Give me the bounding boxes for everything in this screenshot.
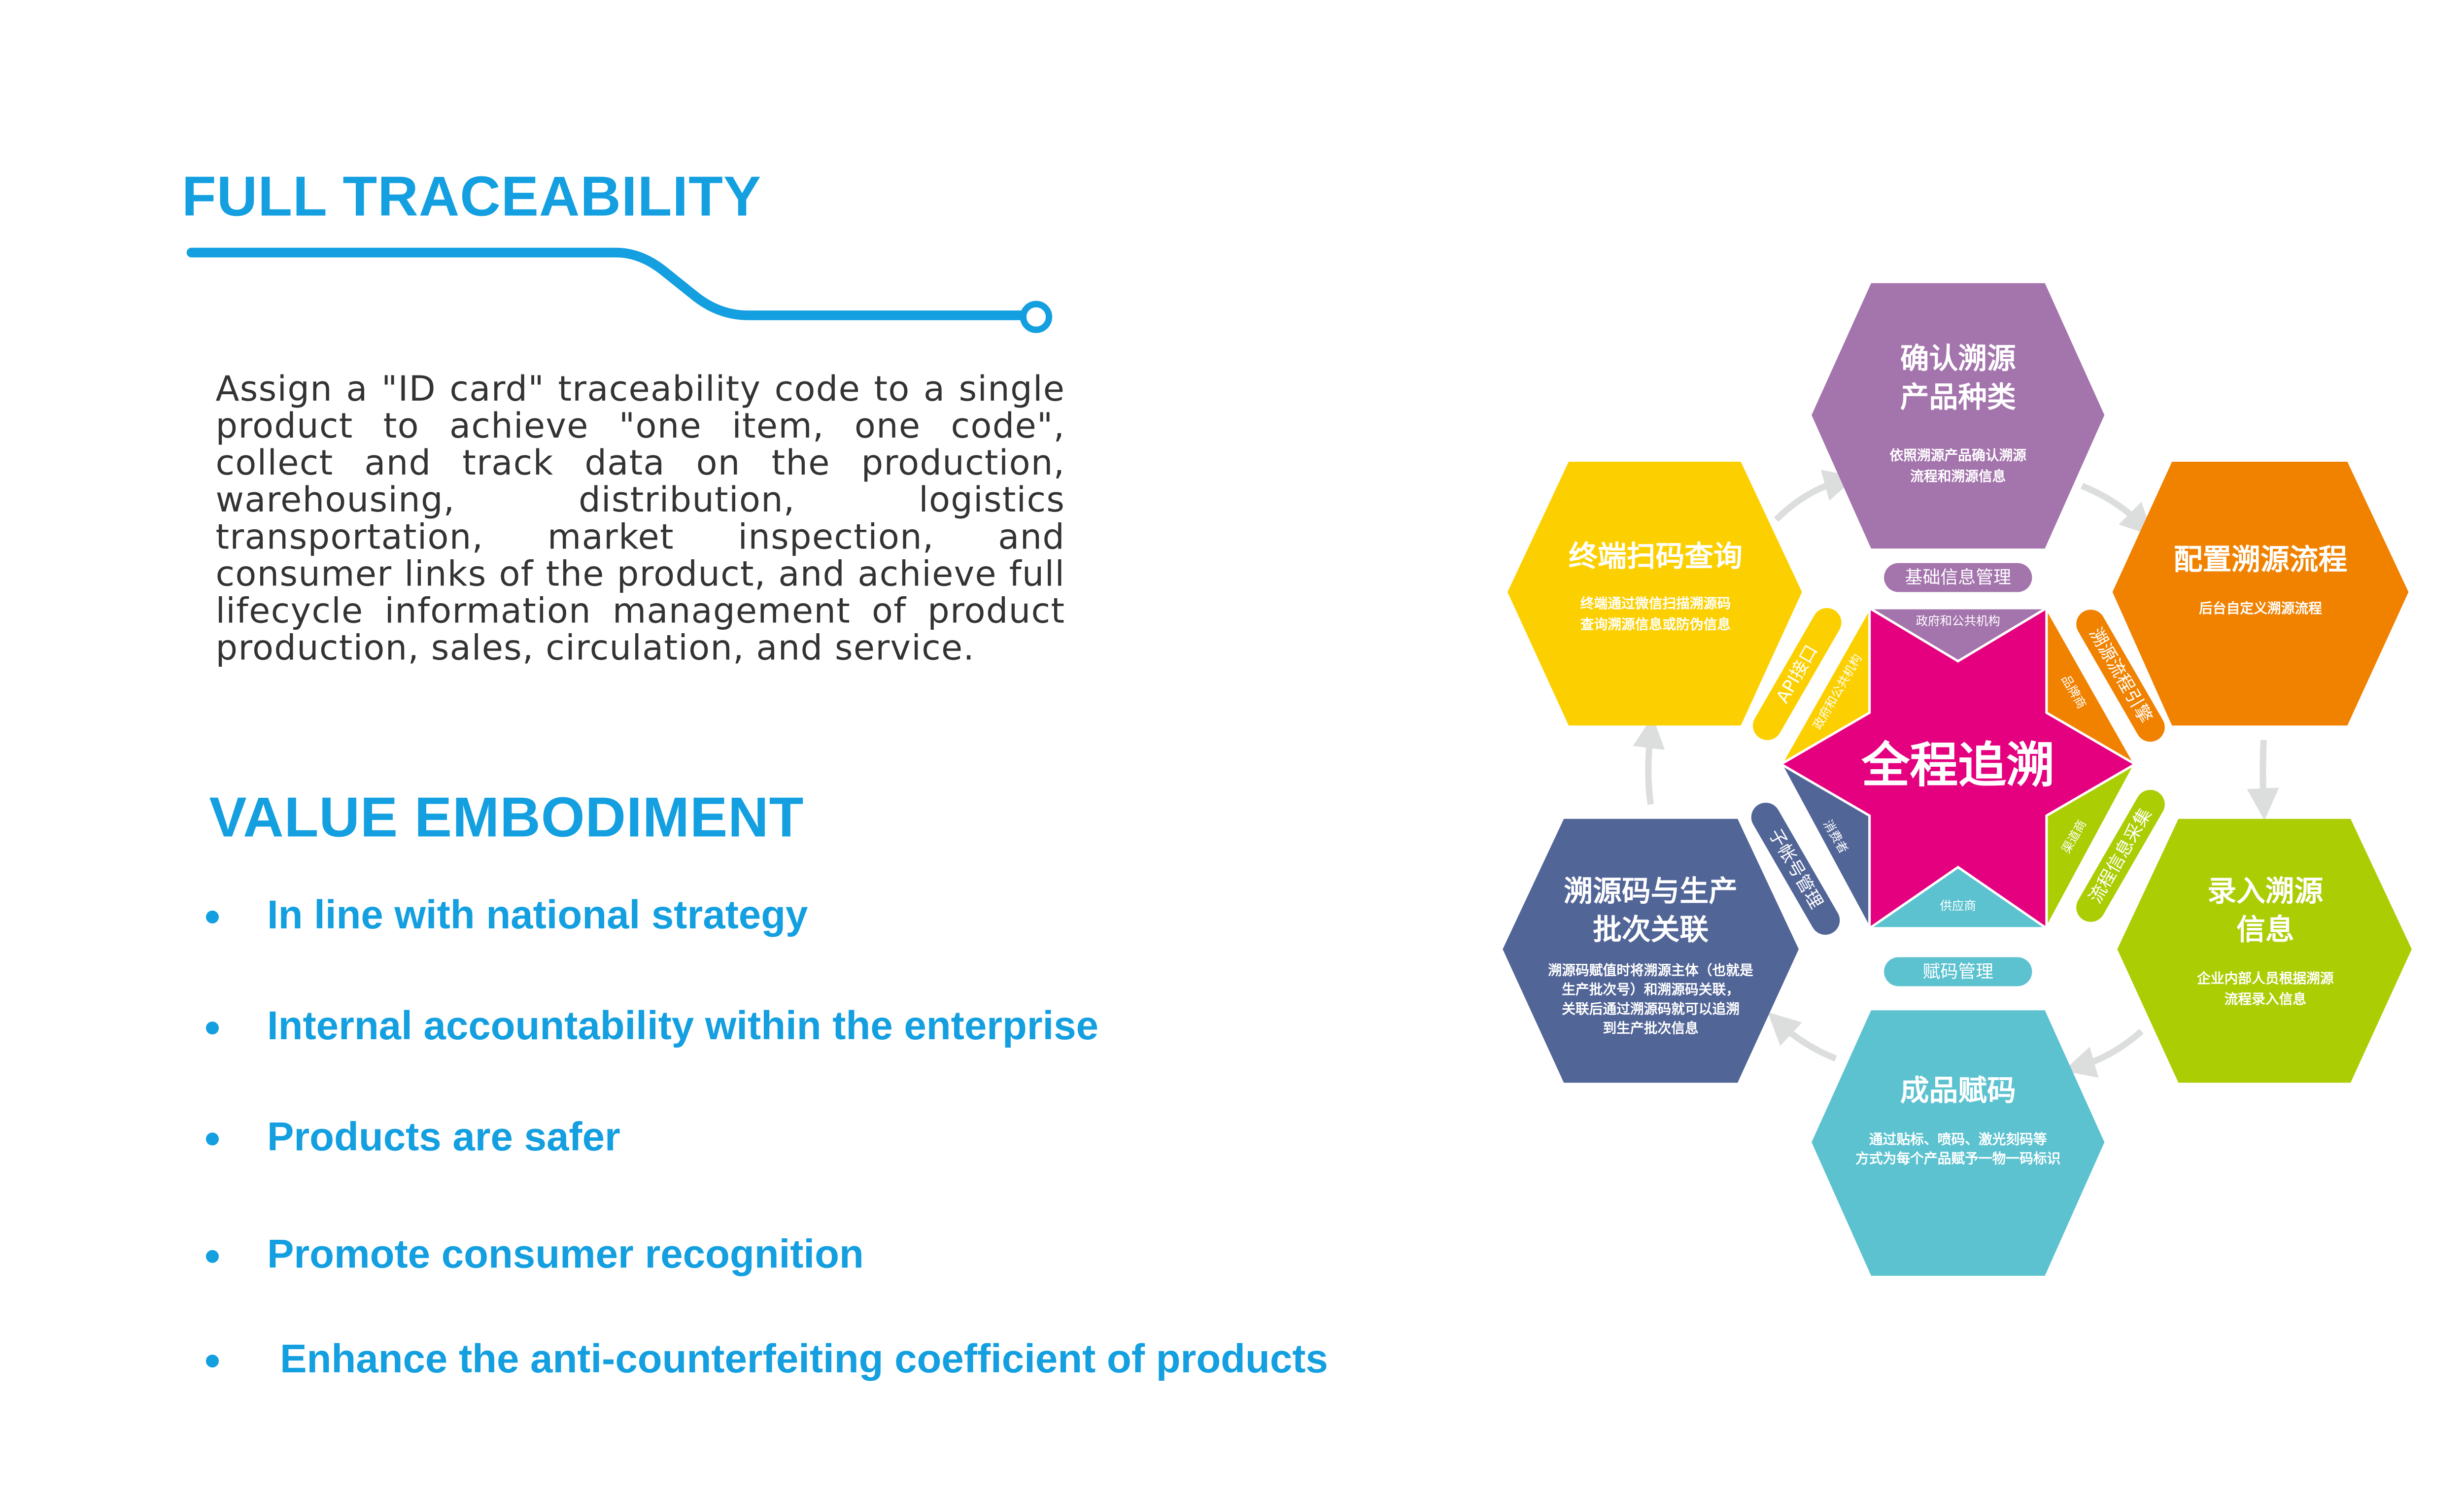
svg-text:后台自定义溯源流程: 后台自定义溯源流程 (2199, 600, 2322, 616)
title-value-embodiment: VALUE EMBODIMENT (209, 786, 804, 850)
hex-terminal-scan: 终端扫码查询 终端通过微信扫描溯源码 查询溯源信息或防伪信息 (1507, 461, 1802, 726)
center-label: 全程追溯 (1861, 738, 2054, 794)
svg-text:录入溯源: 录入溯源 (2207, 874, 2323, 908)
description-paragraph: Assign a "ID card" traceability code to … (215, 370, 1065, 670)
svg-text:确认溯源: 确认溯源 (1900, 341, 2016, 375)
svg-text:到生产批次信息: 到生产批次信息 (1603, 1020, 1699, 1036)
segment-label: 政府和公共机构 (1916, 614, 2000, 628)
bullet-dot-icon (205, 910, 219, 923)
svg-text:方式为每个产品赋予一物一码标识: 方式为每个产品赋予一物一码标识 (1855, 1150, 2060, 1166)
center-star (1779, 606, 2138, 931)
bullet-item: In line with national strategy (205, 893, 808, 940)
svg-text:赋码管理: 赋码管理 (1922, 961, 1993, 982)
svg-text:生产批次号）和溯源码关联，: 生产批次号）和溯源码关联， (1562, 982, 1740, 998)
bullet-item: Products are safer (205, 1115, 620, 1162)
svg-text:终端通过微信扫描溯源码: 终端通过微信扫描溯源码 (1580, 595, 1731, 612)
svg-text:信息: 信息 (2236, 913, 2294, 947)
bullet-dot-icon (205, 1131, 219, 1145)
title-full-traceability: FULL TRACEABILITY (181, 166, 762, 229)
bullet-dot-icon (205, 1021, 219, 1034)
flow-arrow (2247, 740, 2279, 821)
hex-confirm-product-type: 确认溯源 产品种类 依照溯源产品确认溯源 流程和溯源信息 (1812, 283, 2105, 549)
svg-text:关联后通过溯源码就可以追溯: 关联后通过溯源码就可以追溯 (1562, 1001, 1740, 1017)
svg-text:查询溯源信息或防伪信息: 查询溯源信息或防伪信息 (1580, 616, 1731, 633)
svg-text:基础信息管理: 基础信息管理 (1905, 568, 2011, 588)
bullet-item: Internal accountability within the enter… (205, 1004, 1098, 1051)
hex-enter-info: 录入溯源 信息 企业内部人员根据溯源 流程录入信息 (2117, 818, 2412, 1083)
flow-arrow (1633, 716, 1665, 805)
svg-text:依照溯源产品确认溯源: 依照溯源产品确认溯源 (1890, 447, 2027, 464)
bullet-dot-icon (205, 1354, 219, 1367)
svg-text:企业内部人员根据溯源: 企业内部人员根据溯源 (2197, 970, 2334, 987)
bullet-item: Promote consumer recognition (205, 1232, 864, 1279)
bullet-dot-icon (205, 1249, 219, 1262)
svg-text:溯源码赋值时将溯源主体（也就是: 溯源码赋值时将溯源主体（也就是 (1548, 962, 1754, 978)
pill-coding-management: 赋码管理 (1884, 957, 2032, 987)
pill-basic-info: 基础信息管理 (1884, 563, 2032, 592)
bullet-item: Enhance the anti-counterfeiting coeffici… (205, 1337, 1328, 1384)
svg-text:流程录入信息: 流程录入信息 (2224, 991, 2307, 1007)
svg-text:配置溯源流程: 配置溯源流程 (2174, 543, 2348, 577)
hex-product-coding: 成品赋码 通过贴标、喷码、激光刻码等 方式为每个产品赋予一物一码标识 (1812, 1010, 2105, 1276)
svg-text:产品种类: 产品种类 (1900, 380, 2016, 414)
flow-arrow (2081, 482, 2153, 536)
svg-text:流程和溯源信息: 流程和溯源信息 (1910, 468, 2006, 484)
star-segments (1778, 603, 2138, 931)
flow-arrow (2063, 1028, 2144, 1078)
svg-text:终端扫码查询: 终端扫码查询 (1569, 539, 1743, 573)
hex-configure-process: 配置溯源流程 后台自定义溯源流程 (2112, 461, 2409, 726)
hex-batch-association: 溯源码与生产 批次关联 溯源码赋值时将溯源主体（也就是 生产批次号）和溯源码关联… (1503, 818, 1799, 1083)
title-underline-decoration (186, 247, 1053, 333)
flow-arrow (1767, 1012, 1837, 1062)
svg-text:通过贴标、喷码、激光刻码等: 通过贴标、喷码、激光刻码等 (1869, 1131, 2047, 1147)
segment-label: 供应商 (1940, 899, 1976, 913)
svg-text:批次关联: 批次关联 (1593, 913, 1709, 947)
flow-arrow (1774, 470, 1856, 522)
svg-text:成品赋码: 成品赋码 (1900, 1073, 2016, 1107)
svg-text:溯源码与生产: 溯源码与生产 (1564, 874, 1738, 908)
